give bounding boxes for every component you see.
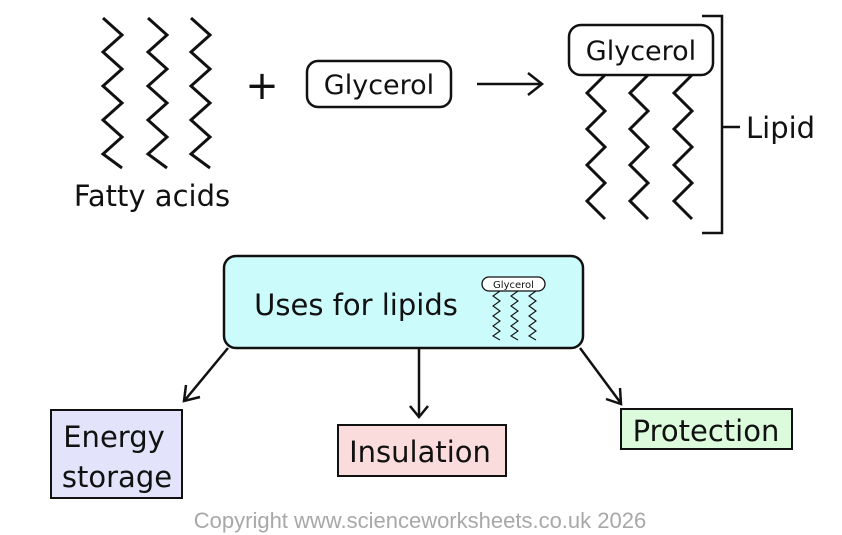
- lipid-chain-3: [671, 73, 695, 221]
- fatty-acid-chain-3: [188, 16, 213, 170]
- fatty-acids-label: Fatty acids: [74, 179, 230, 213]
- mini-lipid-icon: Glycerol: [481, 276, 546, 341]
- plus-sign: +: [245, 63, 279, 109]
- insulation-box: Insulation: [337, 424, 507, 477]
- lipid-chain-2: [627, 73, 651, 221]
- uses-title: Uses for lipids: [254, 288, 458, 322]
- arrow-to-protection: [578, 347, 623, 406]
- reaction-arrow: [477, 72, 545, 96]
- fatty-acid-chain-2: [145, 16, 170, 170]
- storage-label: storage: [62, 460, 172, 494]
- mini-glycerol-label: Glycerol: [493, 280, 534, 291]
- energy-storage-box: Energy storage: [50, 409, 183, 499]
- lipid-label: Lipid: [746, 111, 815, 145]
- product-glycerol-box: [567, 23, 715, 77]
- lipid-molecule: Glycerol: [567, 23, 715, 221]
- lipid-chain-1: [584, 73, 608, 221]
- insulation-label: Insulation: [349, 435, 491, 469]
- glycerol-label: Glycerol: [324, 70, 434, 101]
- uses-box: Uses for lipids Glycerol: [222, 254, 585, 350]
- arrow-to-insulation: [409, 348, 429, 419]
- copyright-text: Copyright www.scienceworksheets.co.uk 20…: [194, 508, 646, 533]
- product-glycerol-label: Glycerol: [586, 36, 696, 67]
- lipid-bracket: [702, 14, 740, 235]
- protection-label: Protection: [633, 414, 780, 448]
- arrow-to-energy: [182, 347, 229, 403]
- protection-box: Protection: [620, 408, 793, 450]
- energy-label: Energy: [63, 420, 165, 454]
- fatty-acid-chains: [100, 16, 213, 170]
- glycerol-box: Glycerol: [305, 59, 453, 109]
- fatty-acid-chain-1: [100, 16, 125, 170]
